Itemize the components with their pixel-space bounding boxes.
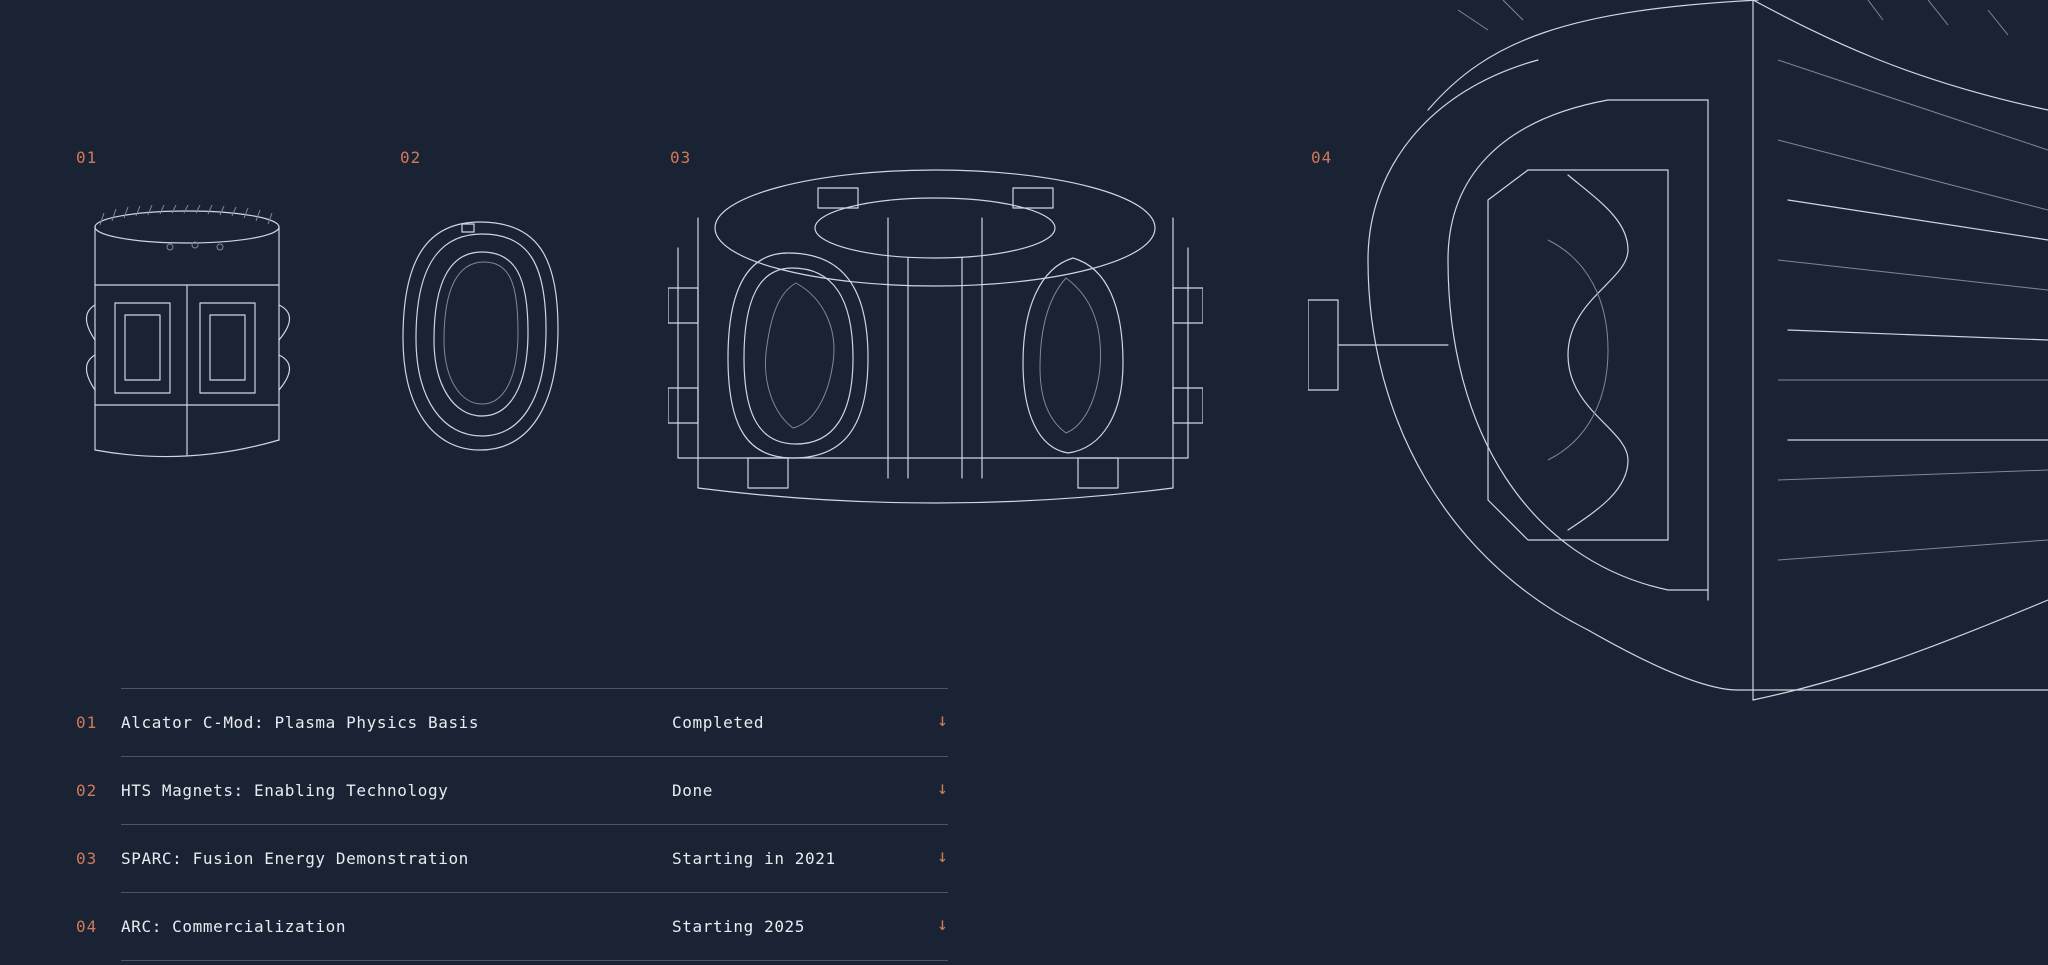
milestone-number: 02: [76, 781, 98, 800]
drawing-number-03: 03: [670, 148, 692, 167]
milestone-status: Completed: [672, 713, 765, 732]
milestone-number: 03: [76, 849, 98, 868]
arrow-down-icon[interactable]: ↓: [937, 914, 948, 935]
milestone-row[interactable]: 02 HTS Magnets: Enabling Technology Done…: [76, 756, 948, 824]
milestone-status: Starting 2025: [672, 917, 806, 936]
divider: [121, 756, 948, 757]
milestone-title: HTS Magnets: Enabling Technology: [121, 781, 449, 800]
divider: [121, 960, 948, 961]
milestone-row[interactable]: 01 Alcator C-Mod: Plasma Physics Basis C…: [76, 688, 948, 756]
alcator-cmod-drawing: [80, 205, 295, 465]
divider: [121, 824, 948, 825]
milestone-list: 01 Alcator C-Mod: Plasma Physics Basis C…: [76, 688, 948, 961]
sparc-tokamak-drawing: [668, 158, 1203, 508]
drawing-number-01: 01: [76, 148, 98, 167]
milestone-number: 04: [76, 917, 98, 936]
divider: [121, 892, 948, 893]
drawing-number-04: 04: [1311, 148, 1333, 167]
arrow-down-icon[interactable]: ↓: [937, 846, 948, 867]
milestone-row[interactable]: 04 ARC: Commercialization Starting 2025 …: [76, 892, 948, 960]
arc-powerplant-drawing: [1308, 0, 2048, 710]
milestone-status: Starting in 2021: [672, 849, 836, 868]
milestone-title: ARC: Commercialization: [121, 917, 347, 936]
milestone-row[interactable]: 03 SPARC: Fusion Energy Demonstration St…: [76, 824, 948, 892]
milestone-status: Done: [672, 781, 713, 800]
divider: [121, 688, 948, 689]
hts-magnet-drawing: [398, 218, 563, 454]
milestone-title: SPARC: Fusion Energy Demonstration: [121, 849, 469, 868]
milestone-number: 01: [76, 713, 98, 732]
drawing-number-02: 02: [400, 148, 422, 167]
milestone-title: Alcator C-Mod: Plasma Physics Basis: [121, 713, 480, 732]
arrow-down-icon[interactable]: ↓: [937, 710, 948, 731]
arrow-down-icon[interactable]: ↓: [937, 778, 948, 799]
